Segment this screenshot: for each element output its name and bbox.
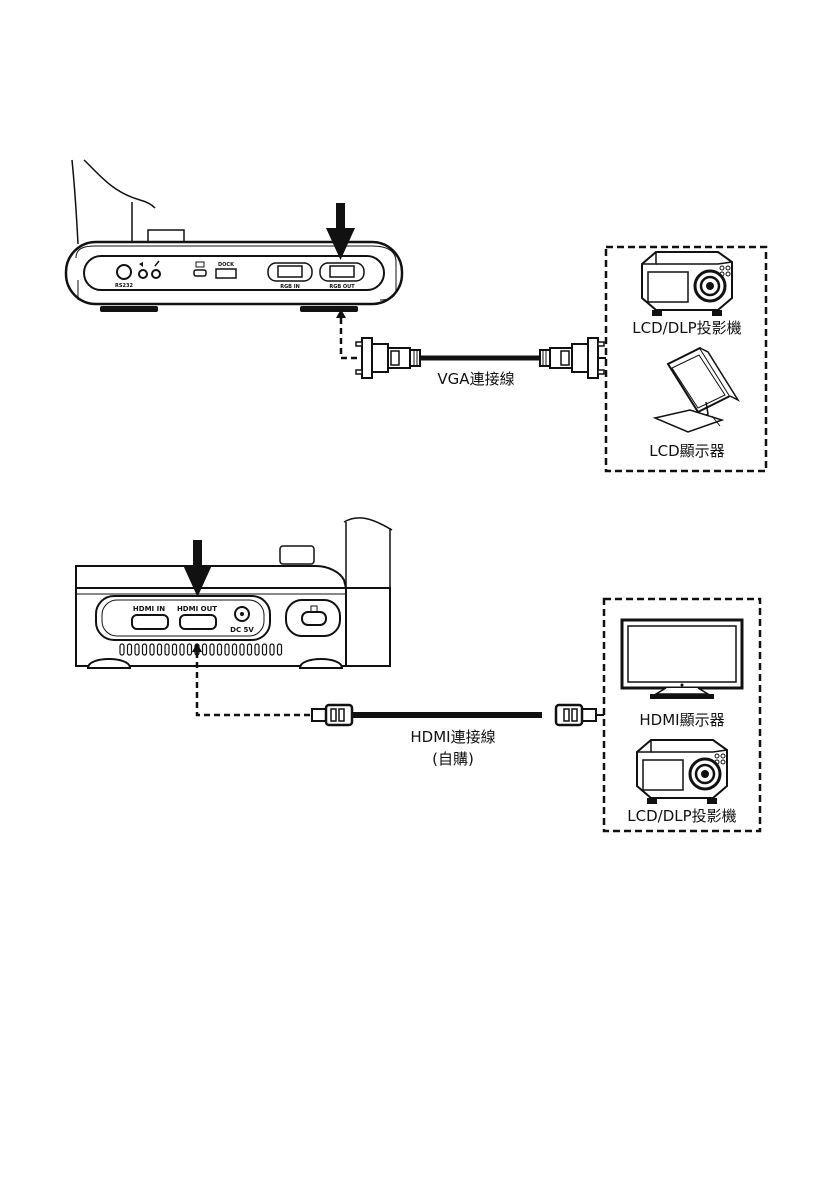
tv-monitor-icon xyxy=(622,620,742,699)
usb-port xyxy=(194,270,206,276)
vent-slot xyxy=(203,644,207,655)
display-targets-box: HDMI顯示器 LCD/DLP投影機 xyxy=(596,599,760,831)
vent-slot xyxy=(218,644,222,655)
hdmi-out-label: HDMI OUT xyxy=(177,605,217,613)
vent-slot xyxy=(128,644,132,655)
hdmi-in-port xyxy=(132,615,168,629)
monitor-label: LCD顯示器 xyxy=(649,442,724,460)
vent-slot xyxy=(210,644,214,655)
vent-slot xyxy=(255,644,259,655)
rs232-port xyxy=(117,265,131,279)
hdmi-monitor-label: HDMI顯示器 xyxy=(639,711,724,729)
kensington-lock xyxy=(302,612,326,625)
vent-slot xyxy=(173,644,177,655)
hdmi-out-port xyxy=(180,615,216,629)
rgb-out-label: RGB OUT xyxy=(329,284,355,290)
monitor-icon xyxy=(655,348,738,432)
projector-label: LCD/DLP投影機 xyxy=(632,319,741,337)
diagram-hdmi: HDMI IN HDMI OUT DC 5V HDMI連接線 xyxy=(76,518,760,831)
vent-slot xyxy=(233,644,237,655)
vent-slot xyxy=(150,644,154,655)
vent-slot xyxy=(188,644,192,655)
diagram-vga: RS232 DOCK RGB IN RGB OUT xyxy=(66,160,766,471)
vent-slot xyxy=(120,644,124,655)
vent-slot xyxy=(248,644,252,655)
hdmi-cable xyxy=(312,705,596,725)
projector-icon xyxy=(642,252,732,316)
hdmi-cable-note: (自購) xyxy=(432,750,474,768)
document-camera-rear: RS232 DOCK RGB IN RGB OUT xyxy=(66,160,402,312)
vent-slot xyxy=(278,644,282,655)
vent-slot xyxy=(240,644,244,655)
hdmi-cable-label: HDMI連接線 xyxy=(410,728,495,746)
hdmi-in-label: HDMI IN xyxy=(133,605,165,613)
dashed-connection xyxy=(336,309,357,358)
vent-slot xyxy=(135,644,139,655)
projector-icon xyxy=(637,740,727,804)
dock-port xyxy=(216,269,236,278)
projector-label: LCD/DLP投影機 xyxy=(627,807,736,825)
vent-slot xyxy=(270,644,274,655)
rgb-out-port xyxy=(330,266,354,277)
vga-cable-label: VGA連接線 xyxy=(437,370,514,388)
document-camera-side: HDMI IN HDMI OUT DC 5V xyxy=(76,518,392,668)
dock-label: DOCK xyxy=(218,262,235,268)
audio-out-port xyxy=(139,270,147,278)
vent-slot xyxy=(225,644,229,655)
vent-slot xyxy=(165,644,169,655)
dc-5v-label: DC 5V xyxy=(230,626,254,634)
vent-slot xyxy=(143,644,147,655)
mic-in-port xyxy=(152,270,160,278)
vent-slot xyxy=(180,644,184,655)
display-targets-box: LCD/DLP投影機 LCD顯示器 xyxy=(598,247,766,471)
vent-slot xyxy=(158,644,162,655)
rs232-label: RS232 xyxy=(115,283,133,289)
rgb-in-label: RGB IN xyxy=(280,284,300,290)
vent-slot xyxy=(263,644,267,655)
rgb-in-port xyxy=(278,266,302,277)
